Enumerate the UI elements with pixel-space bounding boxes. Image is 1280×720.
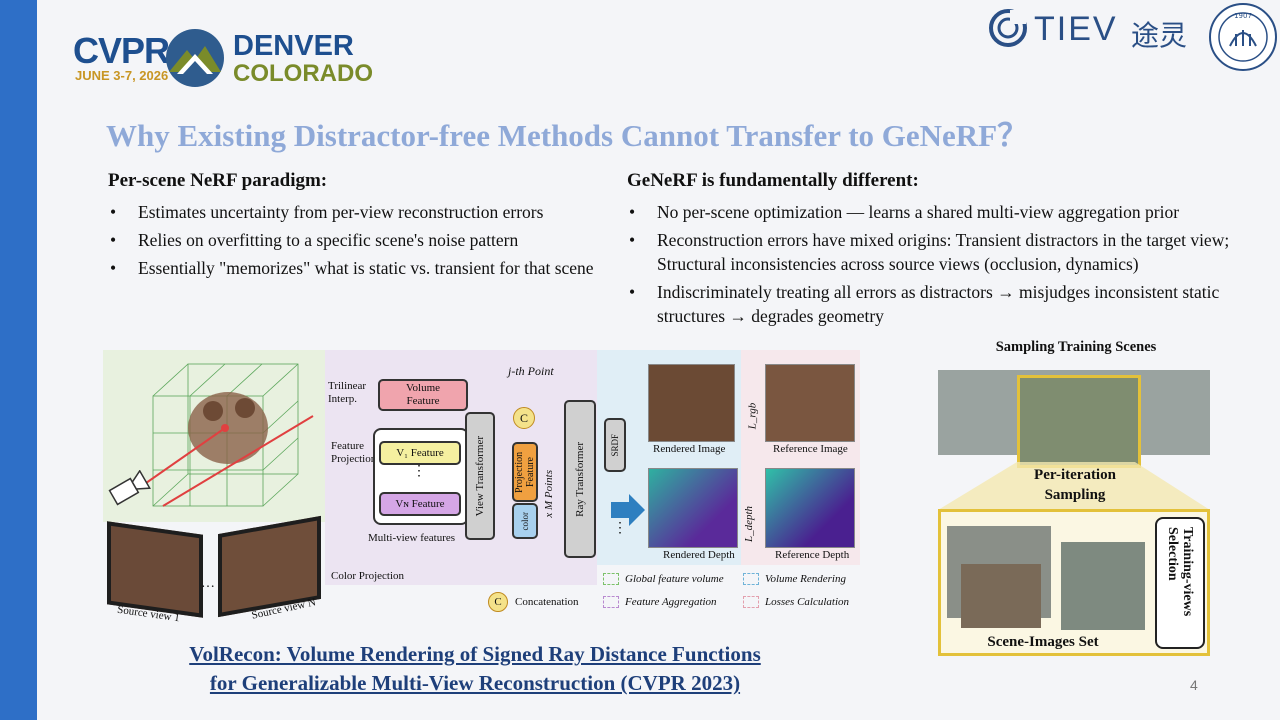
cvpr-logo-city: DENVER [233, 30, 354, 62]
right-column-heading: GeNeRF is fundamentally different: [627, 170, 919, 191]
list-item: Relies on overfitting to a specific scen… [108, 228, 608, 252]
reference-depth-photo [765, 468, 855, 548]
caption-line-1: VolRecon: Volume Rendering of Signed Ray… [189, 642, 761, 666]
scene-photo [961, 564, 1041, 628]
rendered-image-photo [648, 364, 735, 442]
projection-feature-box: Projection Feature [512, 442, 538, 502]
cvpr-logo-name: CVPR [73, 30, 170, 71]
selected-scene-photo [1017, 375, 1141, 468]
left-bullet-list: Estimates uncertainty from per-view reco… [108, 200, 608, 284]
university-seal-icon: 1907 [1209, 3, 1277, 71]
tiev-logo-cn: 途灵 [1131, 19, 1188, 52]
volume-feature-box: Volume Feature [378, 379, 468, 411]
scene-images-label: Scene-Images Set [987, 634, 1099, 650]
per-iteration-label: Per-iteration Sampling [1034, 467, 1116, 503]
list-item: Essentially "memorizes" what is static v… [108, 256, 608, 280]
rendered-image-label: Rendered Image [653, 443, 726, 455]
reference-image-label: Reference Image [773, 443, 848, 455]
left-accent-bar [0, 0, 37, 720]
concatenation-label: Concatenation [515, 596, 579, 608]
srdf-box: SRDF [604, 418, 626, 472]
rendered-depth-photo [648, 468, 738, 548]
m-points-label: x M Points [543, 470, 555, 518]
legend-label: Feature Aggregation [625, 596, 717, 608]
ellipsis-vertical: ⋮ [613, 521, 627, 536]
view-transformer-box: View Transformer [465, 412, 495, 540]
source-views-ellipsis: … [201, 576, 215, 591]
trilinear-label: Trilinear Interp. [328, 380, 367, 405]
legend-label: Volume Rendering [765, 573, 846, 585]
feature-projection-label: Feature Projection [331, 440, 377, 465]
l-rgb-label: L_rgb [746, 402, 759, 430]
legend-item: Feature Aggregation [603, 596, 717, 608]
list-item: Estimates uncertainty from per-view reco… [108, 200, 608, 224]
caption-line-2: for Generalizable Multi-View Reconstruct… [209, 671, 741, 695]
left-column-heading: Per-scene NeRF paradigm: [108, 170, 328, 191]
cvpr-logo: CVPR JUNE 3-7, 2026 DENVER COLORADO [73, 26, 373, 90]
reference-image-photo [765, 364, 855, 442]
arrow-right-icon [611, 494, 645, 526]
right-bullet-list: No per-scene optimization — learns a sha… [627, 200, 1267, 332]
features-ellipsis: ⋮ [412, 464, 426, 479]
jth-point-label: j-th Point [508, 364, 554, 378]
v1-feature-box: V₁ Feature [379, 441, 461, 465]
list-item: No per-scene optimization — learns a sha… [627, 200, 1267, 224]
legend-item: Volume Rendering [743, 573, 846, 585]
legend-swatch-aggregation [603, 596, 619, 608]
srdf-label: SRDF [610, 433, 620, 457]
cvpr-logo-state: COLORADO [233, 60, 373, 87]
tiev-logo-name: TIEV [1034, 10, 1118, 48]
legend-swatch-losses [743, 596, 759, 608]
color-projection-label: Color Projection [331, 570, 405, 582]
training-views-selection-box: Training-views Selection [1155, 517, 1205, 649]
list-item: Reconstruction errors have mixed origins… [627, 228, 1267, 276]
concat-symbol: C [513, 407, 535, 429]
volrecon-diagram: Trilinear Interp. Volume Feature j-th Po… [103, 350, 860, 630]
multiview-features-label: Multi-view features [368, 532, 456, 544]
color-box: color [512, 503, 538, 539]
slide-title: Why Existing Distractor-free Methods Can… [106, 118, 1029, 153]
legend-item: Losses Calculation [743, 596, 849, 608]
camera-icon [108, 470, 151, 506]
legend-item: Global feature volume [603, 573, 724, 585]
ray-transformer-label: Ray Transformer [574, 441, 586, 517]
tiev-logo: TIEV 途灵 [988, 8, 1198, 52]
view-transformer-label: View Transformer [474, 435, 486, 517]
sampling-title: Sampling Training Scenes [995, 339, 1157, 355]
reference-depth-label: Reference Depth [775, 549, 850, 561]
list-item: Indiscriminately treating all errors as … [627, 280, 1267, 328]
legend-swatch-rendering [743, 573, 759, 585]
concat-legend-symbol: C [488, 592, 508, 612]
rendered-depth-label: Rendered Depth [663, 549, 735, 561]
vn-feature-box: Vɴ Feature [379, 492, 461, 516]
l-depth-label: L_depth [743, 505, 756, 543]
scene-photo [1061, 542, 1145, 630]
projection-feature-label: Projection Feature [514, 451, 536, 493]
cvpr-logo-dates: JUNE 3-7, 2026 [75, 68, 169, 83]
page-number: 4 [1190, 677, 1198, 693]
legend-label: Global feature volume [625, 573, 724, 585]
legend-label: Losses Calculation [765, 596, 850, 608]
ray-transformer-box: Ray Transformer [564, 400, 596, 558]
feature-volume-grid [143, 363, 314, 507]
paper-caption-link[interactable]: VolRecon: Volume Rendering of Signed Ray… [140, 640, 810, 698]
training-views-label: Training-views Selection [1165, 527, 1195, 617]
sampling-funnel [938, 462, 1210, 510]
legend-swatch-global [603, 573, 619, 585]
color-label: color [520, 511, 530, 531]
tiev-mark-icon [989, 9, 1027, 47]
mountain-icon [166, 29, 224, 87]
seal-year: 1907 [1234, 12, 1252, 20]
